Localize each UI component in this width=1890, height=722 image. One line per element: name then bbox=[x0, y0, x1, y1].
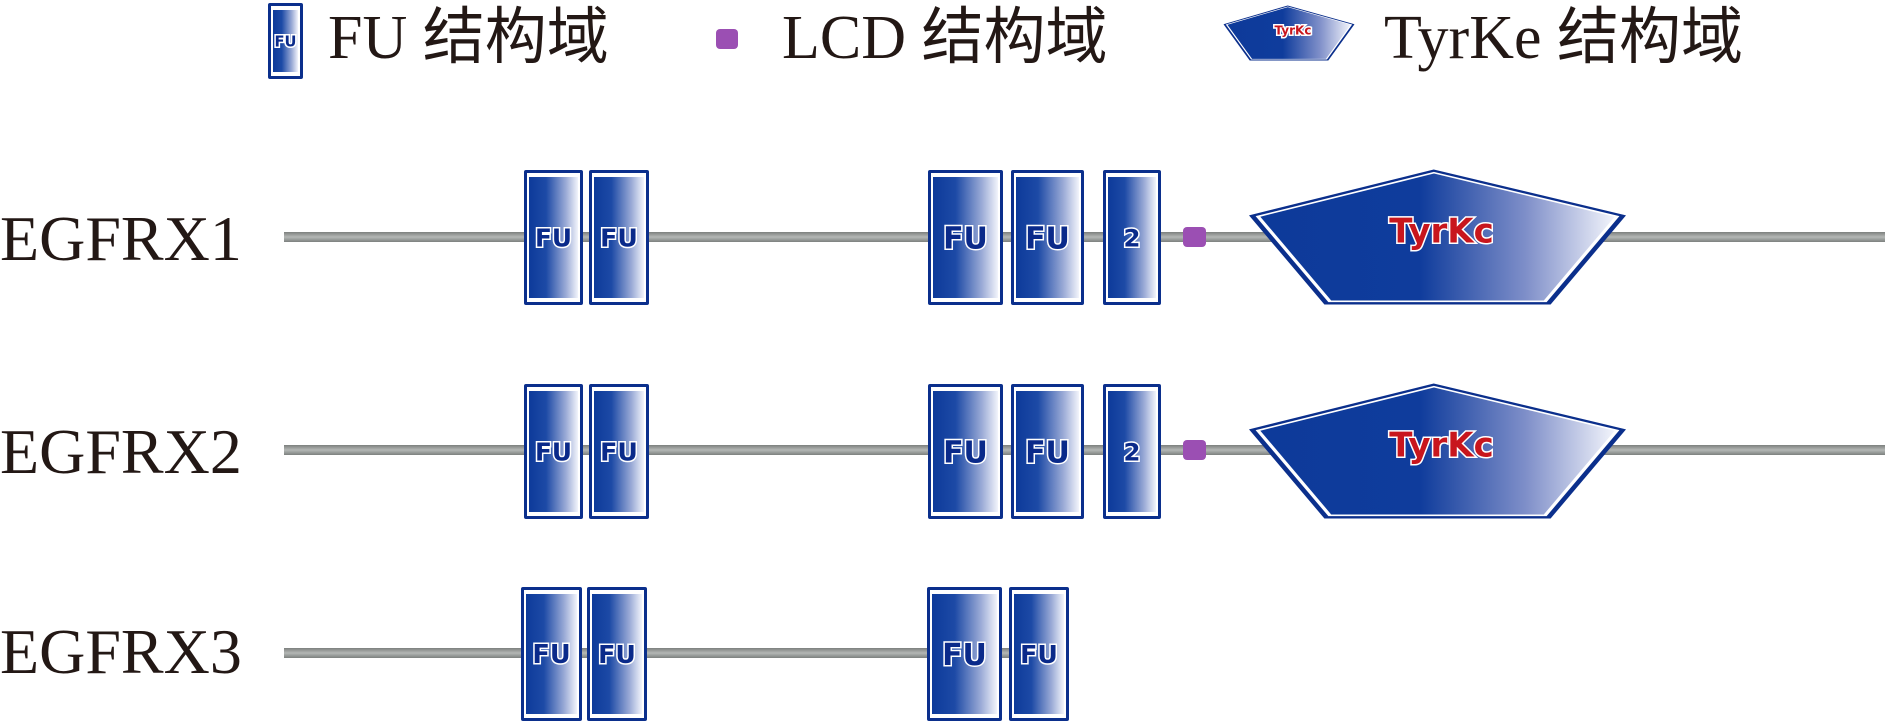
fu-domain: FU bbox=[928, 170, 1003, 305]
fu-icon-shape: FU bbox=[268, 3, 303, 79]
fu-domain-label: FU bbox=[943, 221, 988, 256]
fu-box-fill bbox=[529, 177, 578, 298]
fu-domain-label: FU bbox=[1025, 221, 1070, 256]
tyrkc-domain-label: TyrKc bbox=[1275, 24, 1312, 38]
tyrkc-domain-label: TyrKc bbox=[1389, 425, 1494, 465]
fu-box-fill bbox=[1108, 391, 1156, 512]
fu-box-fill bbox=[1014, 594, 1064, 714]
fu-domain-label: FU bbox=[598, 640, 636, 669]
fu-domain: FU bbox=[521, 587, 582, 721]
fu-domain: FU bbox=[589, 170, 649, 305]
row-egfrx1: EGFRX1 FU FU FU FU 2 TyrKc bbox=[0, 169, 1885, 305]
tyrkc-domain: TyrKc bbox=[1249, 383, 1626, 519]
fu-box-fill bbox=[1108, 177, 1156, 298]
tyrkc-domain: TyrKc bbox=[1249, 169, 1626, 305]
legend-label-fu: FU 结构域 bbox=[328, 4, 609, 72]
legend-item-lcd: LCD 结构域 bbox=[716, 4, 1108, 72]
lcd-domain bbox=[1183, 227, 1206, 247]
tyrkc-fill bbox=[1227, 7, 1351, 59]
row-label: EGFRX2 bbox=[0, 416, 242, 487]
tyrkc-domain-icon: TyrKc bbox=[1223, 5, 1355, 61]
fu-box-fill bbox=[526, 594, 577, 714]
row-label: EGFRX1 bbox=[0, 203, 242, 274]
fu-domain: FU bbox=[928, 384, 1003, 519]
fu-domain-label: FU bbox=[535, 223, 572, 252]
fu-box-fill bbox=[273, 10, 298, 72]
fu-box-fill bbox=[594, 177, 644, 298]
fu-domain: 2 bbox=[1103, 170, 1161, 305]
protein-backbone-line bbox=[284, 232, 1885, 242]
fu-domain: 2 bbox=[1103, 384, 1161, 519]
tyrkc-icon-shape: TyrKc bbox=[1223, 5, 1355, 61]
tyrkc-fill bbox=[1260, 173, 1615, 301]
fu-domain-label: FU bbox=[943, 435, 988, 470]
fu-domain: FU bbox=[1011, 170, 1084, 305]
legend: FU FU 结构域 LCD 结构域 TyrKc TyrKe 结构域 bbox=[268, 3, 1743, 79]
legend-label-tyrkc: TyrKe 结构域 bbox=[1384, 4, 1743, 72]
fu-box-fill bbox=[592, 594, 642, 714]
fu-box-fill bbox=[1016, 391, 1079, 512]
fu-domain: FU bbox=[587, 587, 647, 721]
fu-domain: FU bbox=[927, 587, 1002, 721]
fu-domain: FU bbox=[524, 384, 583, 519]
fu-box-fill bbox=[1016, 177, 1079, 298]
fu-domain-label: FU bbox=[600, 224, 638, 253]
fu-domain: FU bbox=[1009, 587, 1069, 721]
fu-box-fill bbox=[529, 391, 578, 512]
protein-backbone-line bbox=[284, 445, 1885, 455]
lcd-domain-icon bbox=[716, 29, 738, 49]
fu-domain-label: FU bbox=[535, 437, 572, 466]
fu-domain-label: FU bbox=[532, 640, 570, 670]
tyrkc-fill bbox=[1260, 387, 1615, 515]
legend-item-tyrkc: TyrKc TyrKe 结构域 bbox=[1223, 4, 1743, 72]
row-label: EGFRX3 bbox=[0, 616, 242, 687]
fu-domain: FU bbox=[524, 170, 583, 305]
row-egfrx3: EGFRX3 FU FU FU FU bbox=[0, 587, 1069, 721]
tyrkc-domain-label: TyrKc bbox=[1389, 211, 1494, 251]
fu-domain-label: FU bbox=[600, 438, 638, 467]
fu-box-fill bbox=[933, 177, 998, 298]
legend-label-lcd: LCD 结构域 bbox=[782, 4, 1108, 72]
lcd-domain bbox=[1183, 440, 1206, 460]
fu-box-fill bbox=[932, 594, 997, 714]
protein-backbone-line bbox=[284, 648, 1069, 658]
fu-domain-label: FU bbox=[1025, 435, 1070, 470]
fu-domain-label: FU bbox=[275, 33, 297, 50]
row-egfrx2: EGFRX2 FU FU FU FU 2 TyrKc bbox=[0, 383, 1885, 519]
legend-item-fu: FU FU 结构域 bbox=[268, 3, 609, 79]
fu-domain-label: FU bbox=[1020, 640, 1058, 669]
fu-domain: FU bbox=[589, 384, 649, 519]
fu-box-fill bbox=[594, 391, 644, 512]
fu-domain-label: FU bbox=[942, 638, 987, 673]
fu-box-fill bbox=[933, 391, 998, 512]
fu-domain-label: 2 bbox=[1124, 223, 1141, 252]
fu-domain: FU bbox=[1011, 384, 1084, 519]
fu-domain-label: 2 bbox=[1124, 437, 1141, 466]
fu-domain-icon: FU bbox=[268, 3, 303, 79]
